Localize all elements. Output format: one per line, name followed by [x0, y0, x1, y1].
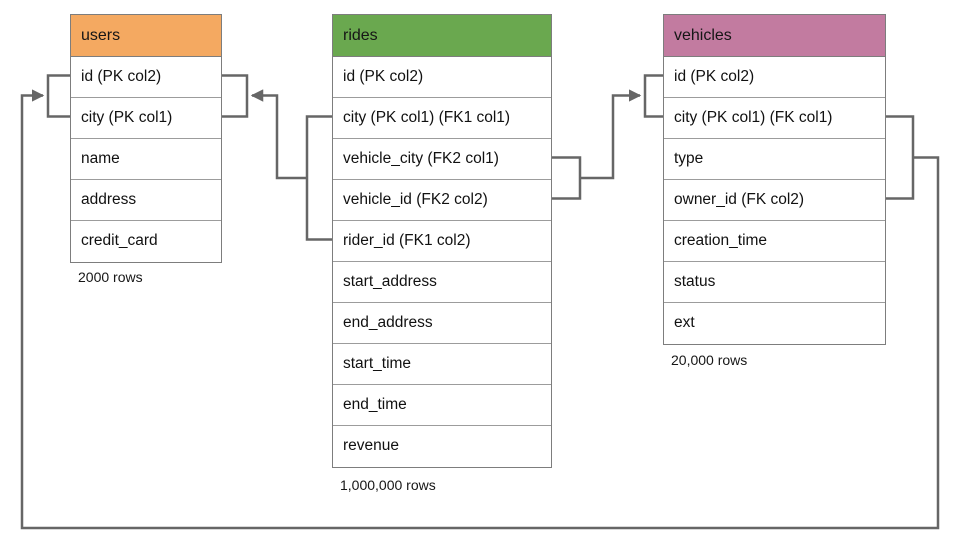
row-vehicles-owner-id: owner_id (FK col2) [664, 180, 885, 221]
row-count-users: 2000 rows [78, 269, 143, 285]
row-users-id: id (PK col2) [71, 57, 221, 98]
row-rides-revenue: revenue [333, 426, 551, 467]
bracket-rides-fk2-right [552, 156, 582, 200]
row-rides-end-time: end_time [333, 385, 551, 426]
connector-rides-to-vehicles [580, 89, 642, 180]
table-rides-header: rides [333, 15, 551, 57]
bracket-users-pk-right [222, 74, 249, 118]
row-rides-vehicle-id: vehicle_id (FK2 col2) [333, 180, 551, 221]
row-users-credit-card: credit_card [71, 221, 221, 262]
table-users-header: users [71, 15, 221, 57]
bracket-vehicles-fk-right [886, 115, 915, 200]
bracket-users-pk-left [46, 74, 70, 118]
row-rides-end-address: end_address [333, 303, 551, 344]
connector-vehicles-to-users [20, 89, 940, 530]
row-rides-rider-id: rider_id (FK1 col2) [333, 221, 551, 262]
row-count-rides: 1,000,000 rows [340, 477, 436, 493]
row-rides-vehicle-city: vehicle_city (FK2 col1) [333, 139, 551, 180]
row-users-city: city (PK col1) [71, 98, 221, 139]
row-count-vehicles: 20,000 rows [671, 352, 748, 368]
row-users-name: name [71, 139, 221, 180]
table-rides: rides id (PK col2) city (PK col1) (FK1 c… [332, 14, 552, 468]
row-vehicles-creation-time: creation_time [664, 221, 885, 262]
row-users-address: address [71, 180, 221, 221]
row-rides-id: id (PK col2) [333, 57, 551, 98]
table-vehicles: vehicles id (PK col2) city (PK col1) (FK… [663, 14, 886, 345]
bracket-vehicles-pk-left [643, 74, 663, 118]
row-rides-city: city (PK col1) (FK1 col1) [333, 98, 551, 139]
bracket-rides-fk1-left [305, 115, 332, 241]
row-rides-start-time: start_time [333, 344, 551, 385]
table-vehicles-header: vehicles [664, 15, 885, 57]
connector-rides-to-users [250, 89, 307, 180]
row-vehicles-ext: ext [664, 303, 885, 344]
table-users: users id (PK col2) city (PK col1) name a… [70, 14, 222, 263]
row-rides-start-address: start_address [333, 262, 551, 303]
row-vehicles-id: id (PK col2) [664, 57, 885, 98]
row-vehicles-type: type [664, 139, 885, 180]
row-vehicles-status: status [664, 262, 885, 303]
row-vehicles-city: city (PK col1) (FK col1) [664, 98, 885, 139]
